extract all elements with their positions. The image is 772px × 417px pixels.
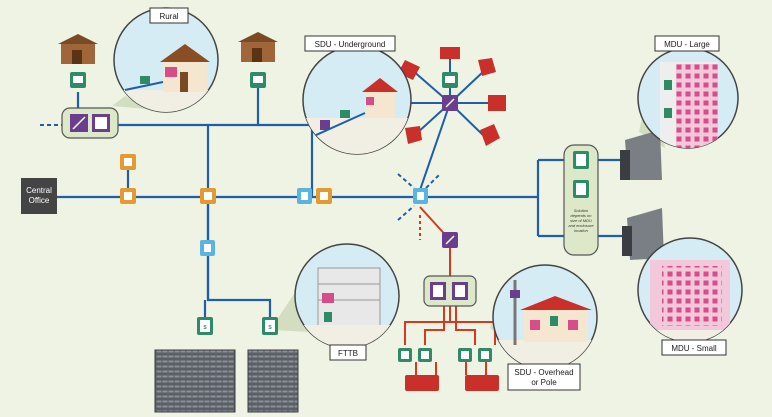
mdu-large-label: MDU - Large (664, 40, 710, 49)
svg-text:S: S (203, 325, 207, 331)
orange-splitter-node-3 (200, 188, 216, 204)
mdu-junction-pod: Solution depends on size of MDU and encl… (563, 144, 599, 256)
central-office: Central Office (21, 178, 57, 214)
bubble-rural (113, 7, 219, 113)
bubble-mdu-large (637, 47, 739, 149)
sdu-overhead-label-line1: SDU - Overhead (514, 368, 573, 377)
bubble-mdu-small (637, 237, 743, 343)
orange-splitter-node-4 (316, 188, 332, 204)
purple-closure-node-star (442, 95, 458, 111)
bubble-sdu-overhead (492, 264, 598, 370)
splitter-fttb-left: S (197, 317, 213, 335)
label-fttb: FTTB (329, 344, 367, 361)
label-mdu-large: MDU - Large (654, 35, 720, 52)
label-mdu-small: MDU - Small (661, 339, 727, 356)
label-sdu-underground: SDU - Underground (304, 35, 396, 52)
junction-note-line1: Solution (574, 208, 589, 213)
central-office-label-line1: Central (26, 186, 52, 195)
splitter-drop-4 (478, 348, 492, 362)
rural-house-left (58, 34, 98, 64)
green-splitter-nodes: S S (70, 72, 492, 362)
pedestal-overhead (423, 275, 477, 307)
dashed-stubs (40, 124, 441, 221)
splitter-rural-1 (70, 72, 86, 88)
splitter-drop-1 (398, 348, 412, 362)
splitter-fttb-right: S (262, 317, 278, 335)
orange-splitter-node-1 (120, 154, 136, 170)
splitter-drop-2 (418, 348, 432, 362)
junction-note-line3: size of MDU (570, 218, 592, 223)
purple-splitter-node-drop (442, 232, 458, 248)
splitter-drop-3 (458, 348, 472, 362)
bubble-sdu-underground (302, 45, 412, 155)
junction-note-line4: and enclosure (568, 223, 594, 228)
underground-houses (398, 47, 506, 146)
drop-houses (405, 375, 499, 391)
label-sdu-overhead: SDU - Overhead or Pole (507, 363, 581, 391)
rural-label: Rural (159, 12, 178, 21)
splitter-rural-2 (250, 72, 266, 88)
feeder-nodes (120, 95, 458, 256)
splitter-star (442, 72, 458, 88)
fttb-label: FTTB (338, 349, 358, 358)
blue-closure-node-3 (200, 240, 215, 256)
orange-splitter-node-2 (120, 188, 136, 204)
sdu-overhead-label-line2: or Pole (531, 378, 557, 387)
mdu-enclosures (620, 130, 664, 260)
label-rural: Rural (149, 7, 189, 24)
rural-house-right (238, 32, 278, 62)
blue-closure-node-1 (297, 188, 312, 204)
mdu-small-label: MDU - Small (671, 344, 717, 353)
central-office-label-line2: Office (29, 196, 50, 205)
server-racks (154, 349, 299, 413)
sdu-underground-label: SDU - Underground (315, 40, 386, 49)
junction-note-line5: location (574, 228, 589, 233)
drop-cables (404, 206, 496, 375)
junction-note-line2: depends on (571, 213, 593, 218)
pedestal-rural (61, 107, 119, 139)
blue-closure-node-2 (413, 188, 428, 204)
svg-text:S: S (268, 325, 272, 331)
